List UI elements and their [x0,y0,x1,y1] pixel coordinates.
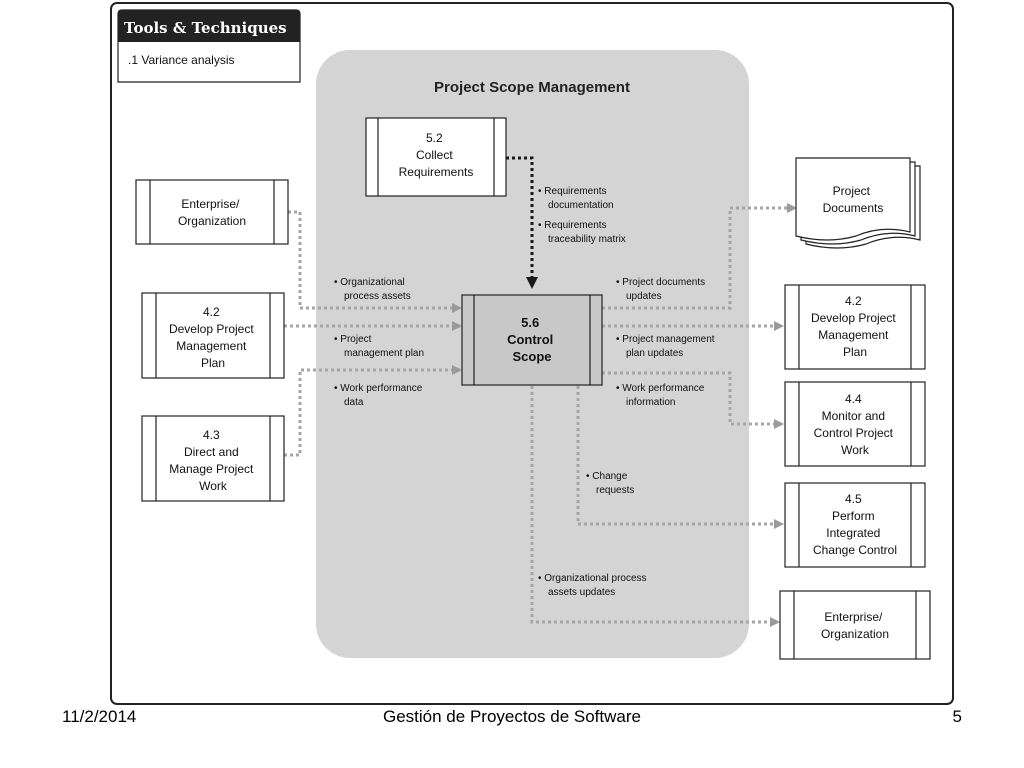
svg-text:4.3 Direct and Man: 4.3 Direct and Manage Project Work [169,428,256,493]
label-opa-updates: • Organizational process assets updates [538,573,649,598]
svg-text:4.4 Monitor and Co: 4.4 Monitor and Control Project Work [814,392,897,457]
svg-text:Project Documents: Project Documents [823,184,884,215]
arrow-opa-in [288,210,462,313]
output-develop-pm-plan: 4.2 Develop Project Management Plan [784,284,926,370]
tools-techniques-box: Tools & Techniques .1 Variance analysis [117,9,301,83]
arrow-work-perf-data-in [284,365,462,457]
input-direct-manage-work: 4.3 Direct and Manage Project Work [141,415,285,502]
footer-page-number: 5 [952,707,962,726]
input-develop-pm-plan: 4.2 Develop Project Management Plan [141,292,285,379]
label-requirements: • Requirements documentation • Requireme… [538,186,626,245]
output-perform-integrated-change-control: 4.5 Perform Integrated Change Control [784,482,926,568]
svg-text:4.2 Develop Project: 4.2 Develop Project Management Plan [169,305,257,370]
output-monitor-control-work: 4.4 Monitor and Control Project Work [784,381,926,467]
collect-requirements-line: Requirements [399,165,474,179]
process-name-line: Control [507,332,553,347]
arrow-requirements-in [506,156,538,289]
svg-text:4.5 Perform Integr: 4.5 Perform Integrated Change Control [813,492,897,557]
process-number: 5.6 [521,315,539,330]
label-work-performance-information: • Work performance information [616,383,707,408]
output-project-documents: Project Documents [795,157,921,249]
label-organizational-process-assets: • Organizational process assets [334,277,411,302]
collect-requirements-number: 5.2 [426,131,443,145]
arrow-project-docs-out [602,203,797,310]
footer-date: 11/2/2014 [62,707,137,726]
tools-techniques-title: Tools & Techniques [124,19,287,37]
group-title: Project Scope Management [434,79,630,96]
label-change-requests: • Change requests [586,471,634,496]
tools-techniques-item: .1 Variance analysis [128,53,235,67]
flow-arrows [284,203,797,627]
flow-labels: • Requirements documentation • Requireme… [334,186,717,598]
svg-text:4.2 Develop Project: 4.2 Develop Project Management Plan [811,294,899,359]
arrow-opa-updates-out [530,386,780,627]
label-work-performance-data: • Work performance data [334,383,425,408]
output-enterprise-organization: Enterprise/ Organization [779,590,931,660]
arrow-work-perf-info-out [602,371,784,429]
label-project-management-plan: • Project management plan [334,334,424,359]
svg-text:Enterprise/ Organization: Enterprise/ Organization [821,610,889,641]
control-scope-process: 5.6 Control Scope [461,294,603,386]
process-name-line: Scope [512,349,551,364]
label-project-documents-updates: • Project documents updates [616,277,708,302]
collect-requirements-line: Collect [416,148,453,162]
footer-title: Gestión de Proyectos de Software [383,707,641,726]
svg-text:Enterprise/ Organization: Enterprise/ Organization [178,197,246,228]
svg-text:5.2 Collect Requir: 5.2 Collect Requirements [399,131,474,179]
collect-requirements-box: 5.2 Collect Requirements [365,117,507,197]
label-pm-plan-updates: • Project management plan updates [616,334,717,359]
svg-text:5.6 Control Scope: 5.6 Control Scope [507,315,557,364]
arrow-change-requests-out [576,386,784,529]
input-enterprise-organization: Enterprise/ Organization [135,179,289,245]
